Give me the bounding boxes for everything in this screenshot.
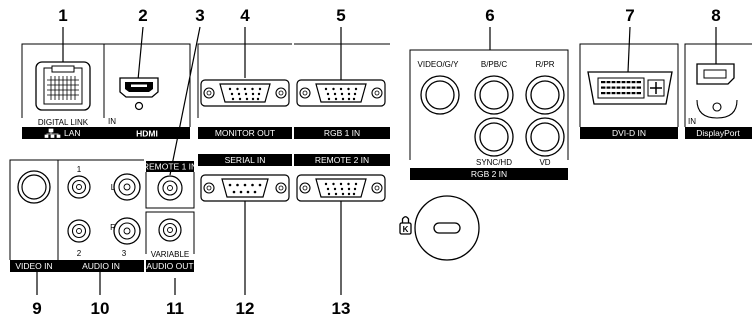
monitor-out-port: MONITOR OUT — [197, 43, 292, 139]
remote1-in-port: REMOTE 1 IN — [143, 161, 197, 209]
rgb1-in-label: RGB 1 IN — [324, 128, 360, 138]
callout-2: 2 — [138, 6, 147, 25]
audio-2-label: 2 — [77, 249, 82, 258]
sync-hd-label: SYNC/HD — [476, 158, 512, 167]
serial-in-port: SERIAL IN — [198, 154, 292, 202]
b-pb-c-label: B/PB/C — [481, 60, 507, 69]
audio-3-label: 3 — [122, 249, 127, 258]
video-in-port: VIDEO IN — [9, 159, 58, 272]
video-gy-label: VIDEO/G/Y — [418, 60, 460, 69]
remote2-in-label: REMOTE 2 IN — [315, 155, 369, 165]
dvi-d-in-label: DVI-D IN — [612, 128, 646, 138]
dvi-d-in-port: DVI-D IN — [579, 43, 679, 139]
security-lock-icon: K — [399, 216, 412, 235]
security-lock-slot: K — [399, 195, 480, 261]
displayport-in-port: IN DisplayPort — [684, 43, 752, 139]
digital-link-label: DIGITAL LINK — [38, 118, 89, 127]
lan-network-icon — [44, 128, 61, 138]
serial-in-label: SERIAL IN — [225, 155, 266, 165]
video-in-label: VIDEO IN — [15, 261, 52, 271]
audio-in-label: AUDIO IN — [82, 261, 120, 271]
rgb1-in-port: RGB 1 IN — [294, 43, 390, 139]
audio-l-label: L — [111, 183, 116, 192]
callout-6: 6 — [485, 6, 494, 25]
callout-1: 1 — [58, 6, 67, 25]
vd-label: VD — [539, 158, 550, 167]
audio-1-label: 1 — [77, 165, 82, 174]
callout-8: 8 — [711, 6, 720, 25]
audio-in-ports: 1 L R 2 3 AUDIO IN — [57, 159, 144, 272]
callout-11: 11 — [166, 299, 184, 318]
callout-3: 3 — [195, 6, 204, 25]
callout-12: 12 — [236, 299, 255, 318]
variable-audio-out-port: VARIABLE AUDIO OUT — [145, 211, 195, 272]
callout-7: 7 — [625, 6, 634, 25]
callout-13: 13 — [332, 299, 351, 318]
svg-text:K: K — [403, 225, 409, 234]
audio-out-label: AUDIO OUT — [146, 261, 193, 271]
lan-label: LAN — [64, 128, 81, 138]
audio-r-label: R — [110, 223, 116, 232]
monitor-out-label: MONITOR OUT — [215, 128, 275, 138]
callout-9: 9 — [32, 299, 41, 318]
displayport-in-label: IN — [688, 117, 696, 126]
callout-4: 4 — [240, 6, 250, 25]
variable-label: VARIABLE — [151, 250, 190, 259]
callout-5: 5 — [336, 6, 345, 25]
callout-10: 10 — [91, 299, 110, 318]
hdmi-in-label: IN — [108, 117, 116, 126]
hdmi-logo-text: HDMI — [136, 129, 158, 139]
remote2-in-port: REMOTE 2 IN — [294, 154, 390, 202]
remote1-in-label: REMOTE 1 IN — [143, 162, 197, 172]
hdmi-in-port: IN HDMI — [103, 43, 191, 139]
displayport-label: DisplayPort — [696, 128, 740, 138]
r-pr-label: R/PR — [535, 60, 554, 69]
rgb2-in-label: RGB 2 IN — [471, 169, 507, 179]
rgb2-in-bnc-ports: VIDEO/G/Y B/PB/C R/PR SYNC/HD VD RGB 2 I… — [409, 49, 569, 180]
callout-numbers: 1 2 3 4 5 6 7 8 9 10 11 12 13 — [32, 6, 720, 318]
digital-link-lan-port: DIGITAL LINK LAN — [21, 43, 104, 139]
